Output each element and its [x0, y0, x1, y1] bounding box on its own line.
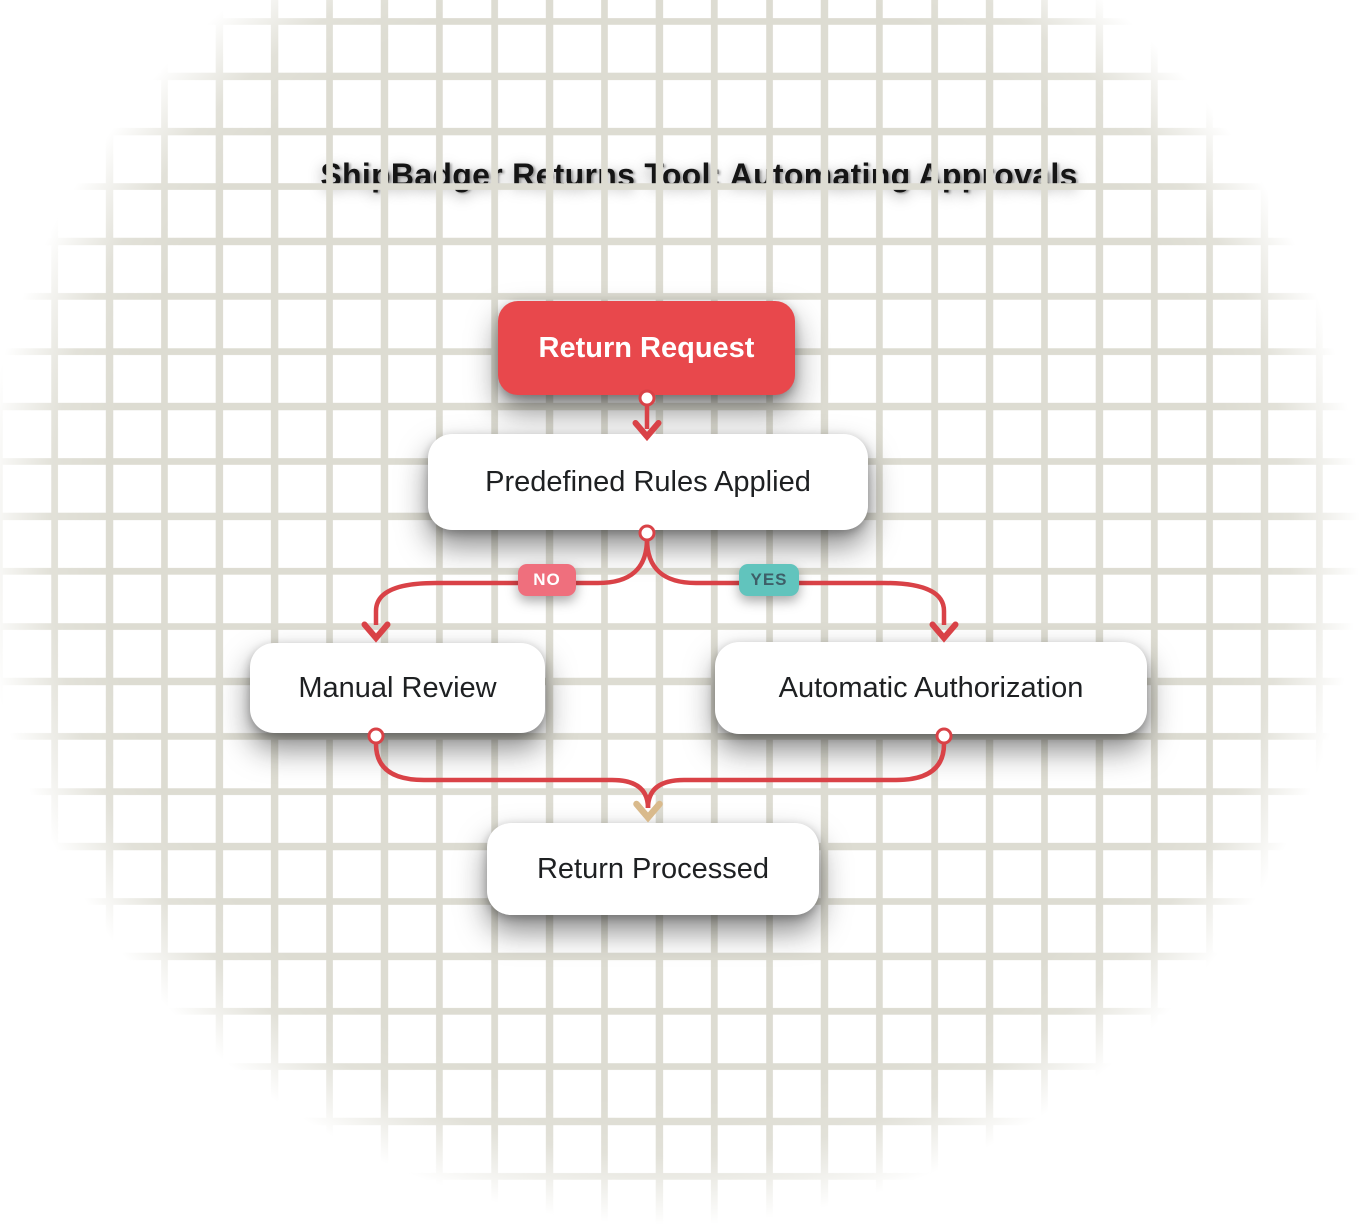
- edge-label-no: NO: [518, 564, 576, 596]
- node-manual-review-label: Manual Review: [298, 671, 497, 704]
- arrow-rules-to-manual: [373, 538, 650, 625]
- arrow-auto-to-processed: [645, 743, 947, 809]
- node-return-request: Return Request: [498, 301, 795, 395]
- node-return-processed-label: Return Processed: [536, 852, 770, 885]
- edge-label-yes: YES: [739, 564, 799, 596]
- diagram-title: ShipBadger Returns Tool: Automating Appr…: [320, 157, 1078, 193]
- node-predefined-rules-applied: Predefined Rules Applied: [428, 434, 868, 530]
- node-manual-review: Manual Review: [250, 643, 545, 733]
- node-automatic-authorization: Automatic Authorization: [715, 642, 1147, 734]
- arrow-manual-to-processed: [373, 743, 651, 809]
- arrowhead-rules-to-auto-icon: [929, 621, 959, 643]
- arrowhead-merge-to-processed-icon: [633, 800, 663, 823]
- node-return-request-label: Return Request: [538, 331, 755, 364]
- arrowhead-rules-to-manual-icon: [361, 621, 391, 643]
- node-predefined-rules-label: Predefined Rules Applied: [485, 465, 811, 498]
- node-return-processed: Return Processed: [487, 823, 819, 915]
- node-automatic-authorization-label: Automatic Authorization: [778, 671, 1084, 704]
